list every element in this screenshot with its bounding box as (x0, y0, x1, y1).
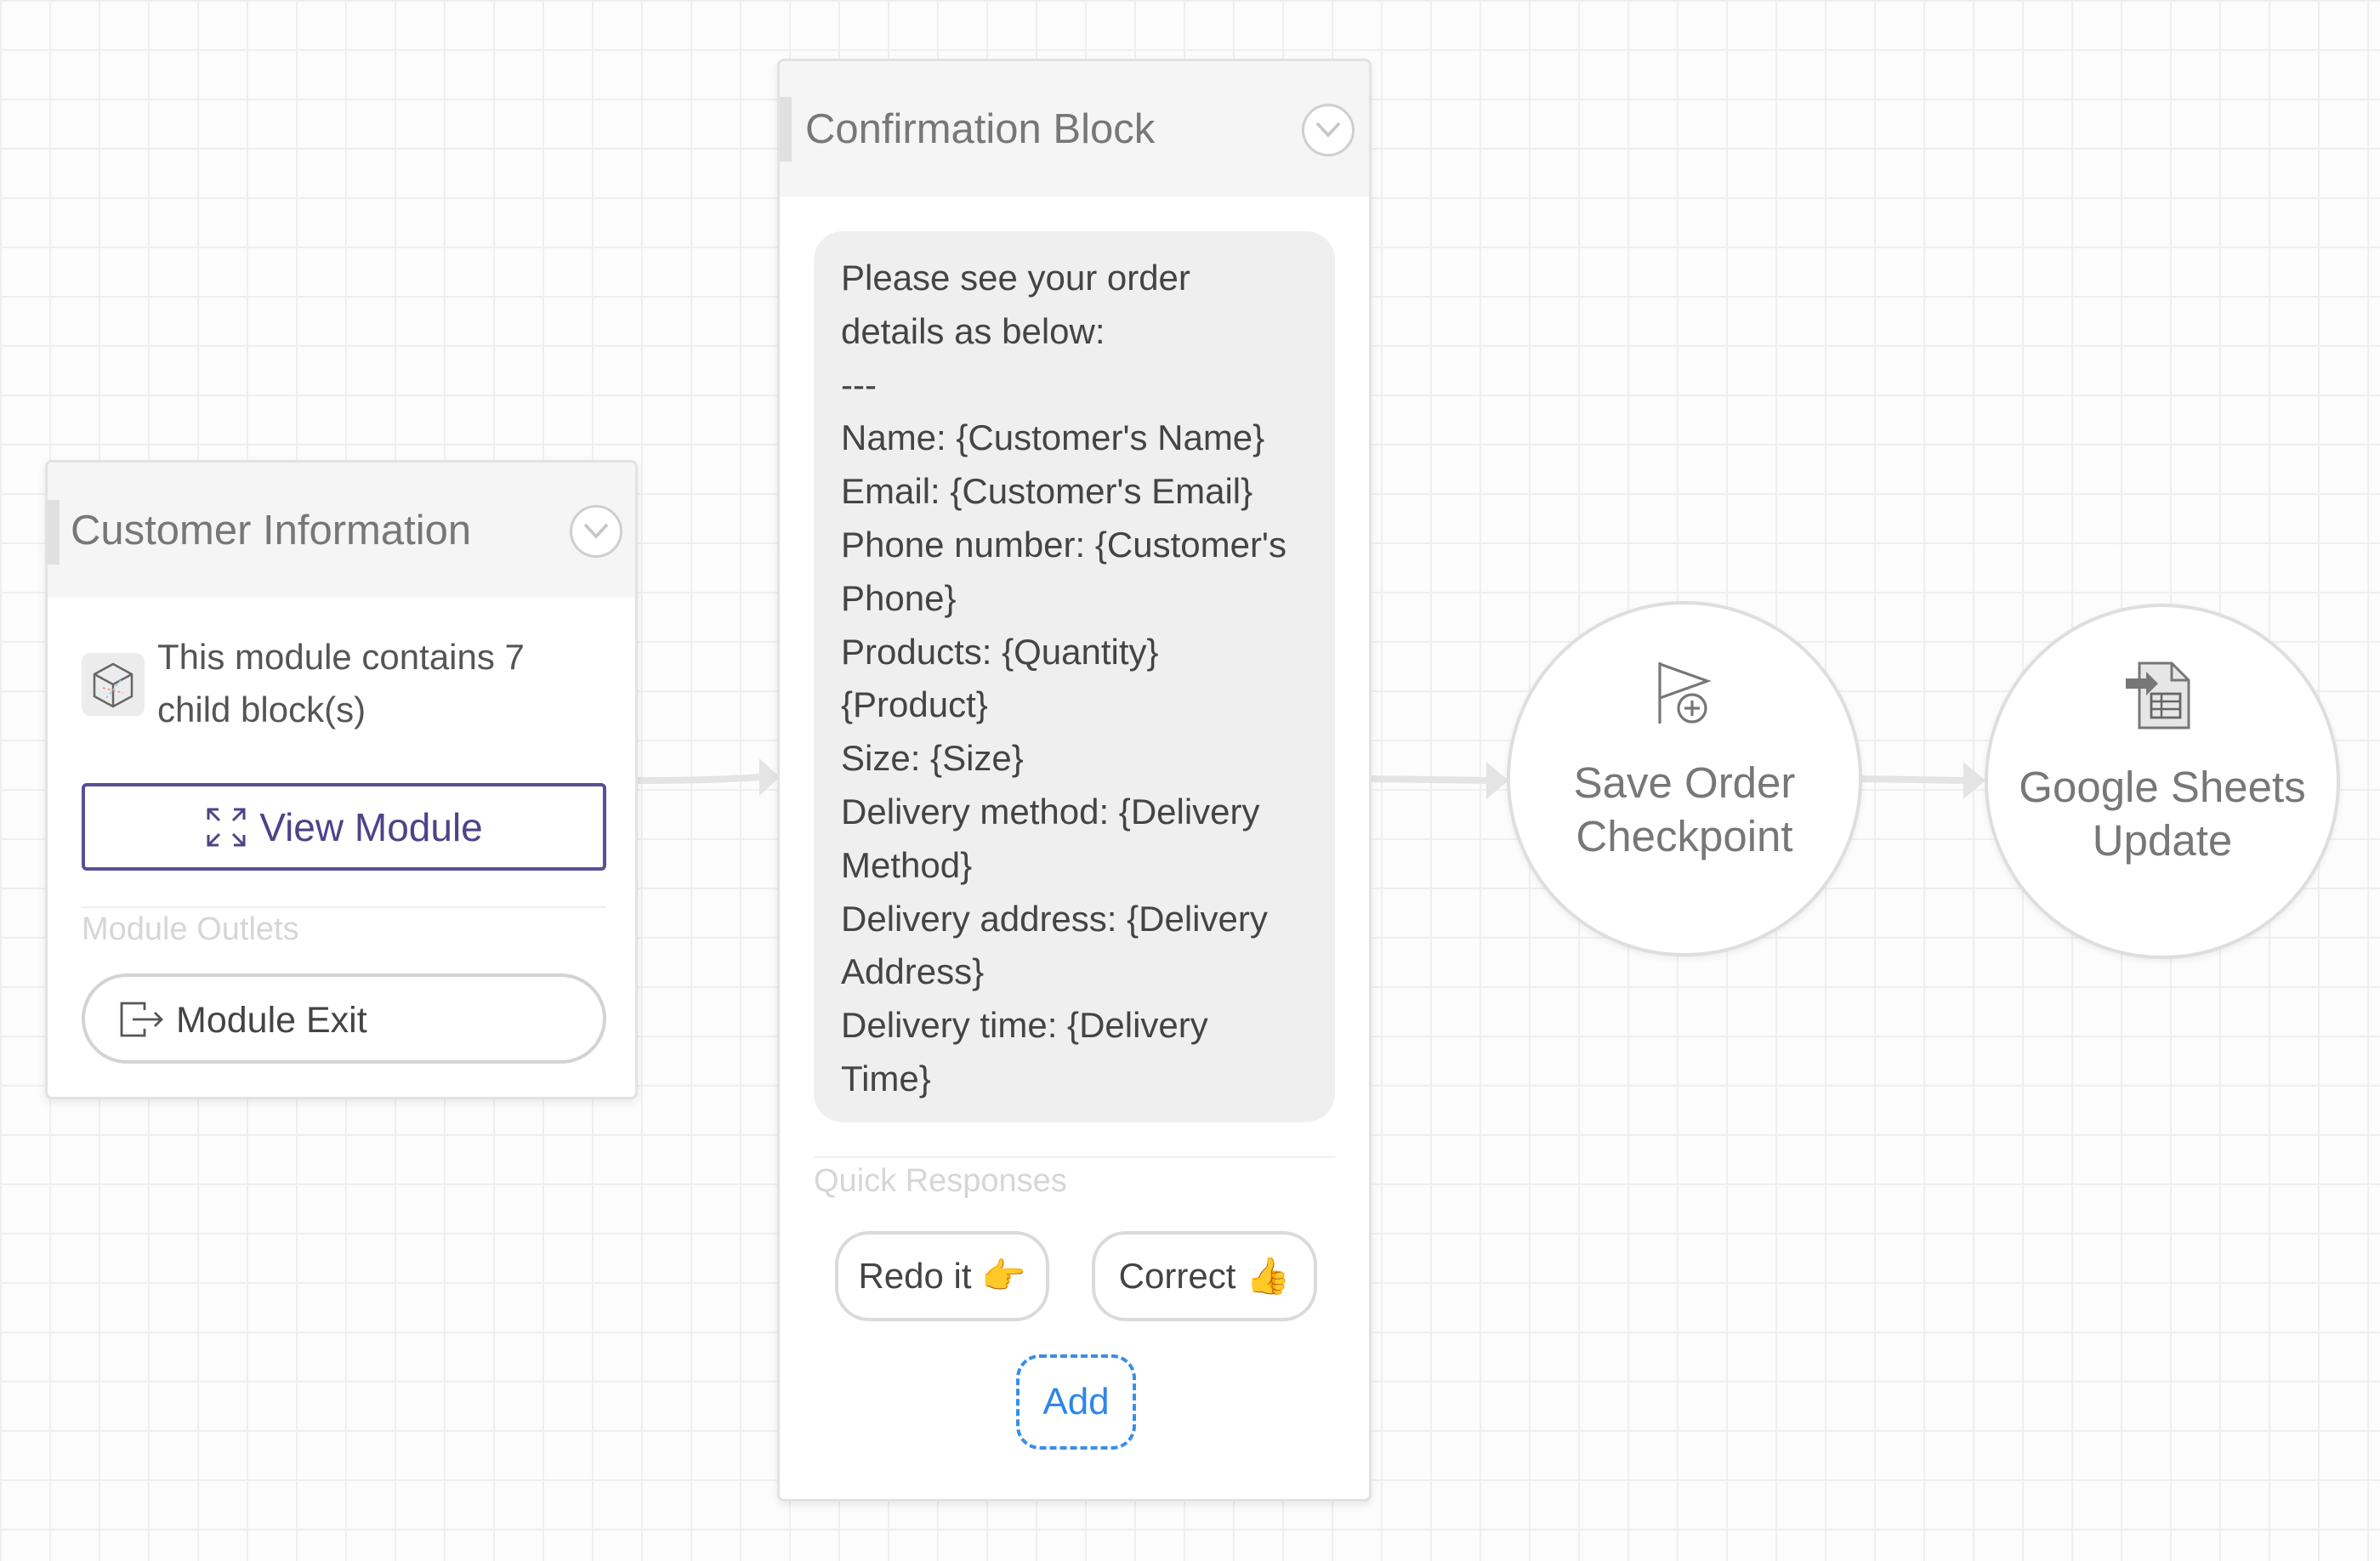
connector-save-to-sheets (1861, 775, 1966, 784)
add-quick-response-button[interactable]: Add (1016, 1354, 1136, 1450)
block-title: Confirmation Block (805, 106, 1156, 152)
message-line: --- (841, 364, 877, 405)
node-label-line: Google Sheets (2019, 763, 2306, 811)
connector-arrow-head (759, 758, 780, 796)
block-title: Customer Information (71, 508, 472, 553)
block-header[interactable]: Confirmation Block (780, 61, 1369, 196)
message-line: Delivery method: {Delivery (841, 791, 1260, 832)
message-line: Please see your order (841, 258, 1190, 298)
message-line: Phone} (841, 577, 957, 618)
module-cube-icon (82, 653, 145, 716)
message-line: Method} (841, 844, 973, 885)
block-header[interactable]: Customer Information (48, 463, 635, 598)
node-label-line: Save Order (1573, 758, 1796, 807)
node-label-line: Checkpoint (1576, 812, 1793, 860)
message-line: Products: {Quantity} (841, 631, 1159, 672)
module-exit-label: Module Exit (176, 1000, 367, 1041)
sheet-import-icon (2126, 661, 2190, 729)
exit-icon (120, 1002, 163, 1037)
message-line: Time} (841, 1058, 931, 1098)
flag-plus-icon (1658, 662, 1712, 724)
header-accent-bar (780, 97, 792, 162)
quick-response-redo-button[interactable]: Redo it 👉 (835, 1231, 1049, 1321)
expand-icon (207, 808, 246, 846)
chevron-down-icon (583, 523, 609, 539)
message-line: Address} (841, 951, 985, 992)
message-line: Email: {Customer's Email} (841, 471, 1253, 512)
message-line: Size: {Size} (841, 738, 1024, 779)
quick-responses-label: Quick Responses (814, 1163, 1067, 1199)
node-label-line: Update (2092, 816, 2233, 865)
message-bubble[interactable]: Please see your order details as below: … (814, 231, 1335, 1122)
connector-arrow-head (1963, 762, 1985, 799)
module-exit-button[interactable]: Module Exit (82, 973, 606, 1064)
connector-confirm-to-save (1371, 775, 1489, 784)
save-order-checkpoint-node[interactable]: Save Order Checkpoint (1507, 601, 1862, 956)
message-line: Delivery time: {Delivery (841, 1005, 1208, 1046)
confirmation-block[interactable]: Confirmation Block Please see your order… (777, 59, 1372, 1501)
message-line: Delivery address: {Delivery (841, 898, 1268, 939)
collapse-toggle-button[interactable] (570, 505, 622, 558)
message-line: details as below: (841, 310, 1105, 351)
node-label: Google Sheets Update (1988, 760, 2337, 867)
google-sheets-update-node[interactable]: Google Sheets Update (1985, 604, 2340, 959)
node-label: Save Order Checkpoint (1510, 756, 1859, 863)
connector-arrow-head (1486, 762, 1508, 799)
view-module-button[interactable]: View Module (82, 783, 606, 871)
message-line: {Product} (841, 684, 988, 725)
connector-customer-to-confirm (637, 774, 760, 784)
message-line: Name: {Customer's Name} (841, 417, 1265, 458)
customer-information-block[interactable]: Customer Information This module contain… (45, 460, 638, 1099)
section-divider (814, 1156, 1335, 1158)
message-line: Phone number: {Customer's (841, 524, 1287, 565)
chevron-down-icon (1315, 122, 1341, 138)
view-module-label: View Module (259, 804, 483, 849)
section-divider (82, 906, 606, 908)
module-outlets-label: Module Outlets (82, 911, 299, 947)
header-accent-bar (48, 500, 60, 565)
quick-response-correct-button[interactable]: Correct 👍 (1092, 1231, 1317, 1321)
collapse-toggle-button[interactable] (1302, 104, 1355, 156)
module-description: This module contains 7 child block(s) (157, 637, 525, 729)
